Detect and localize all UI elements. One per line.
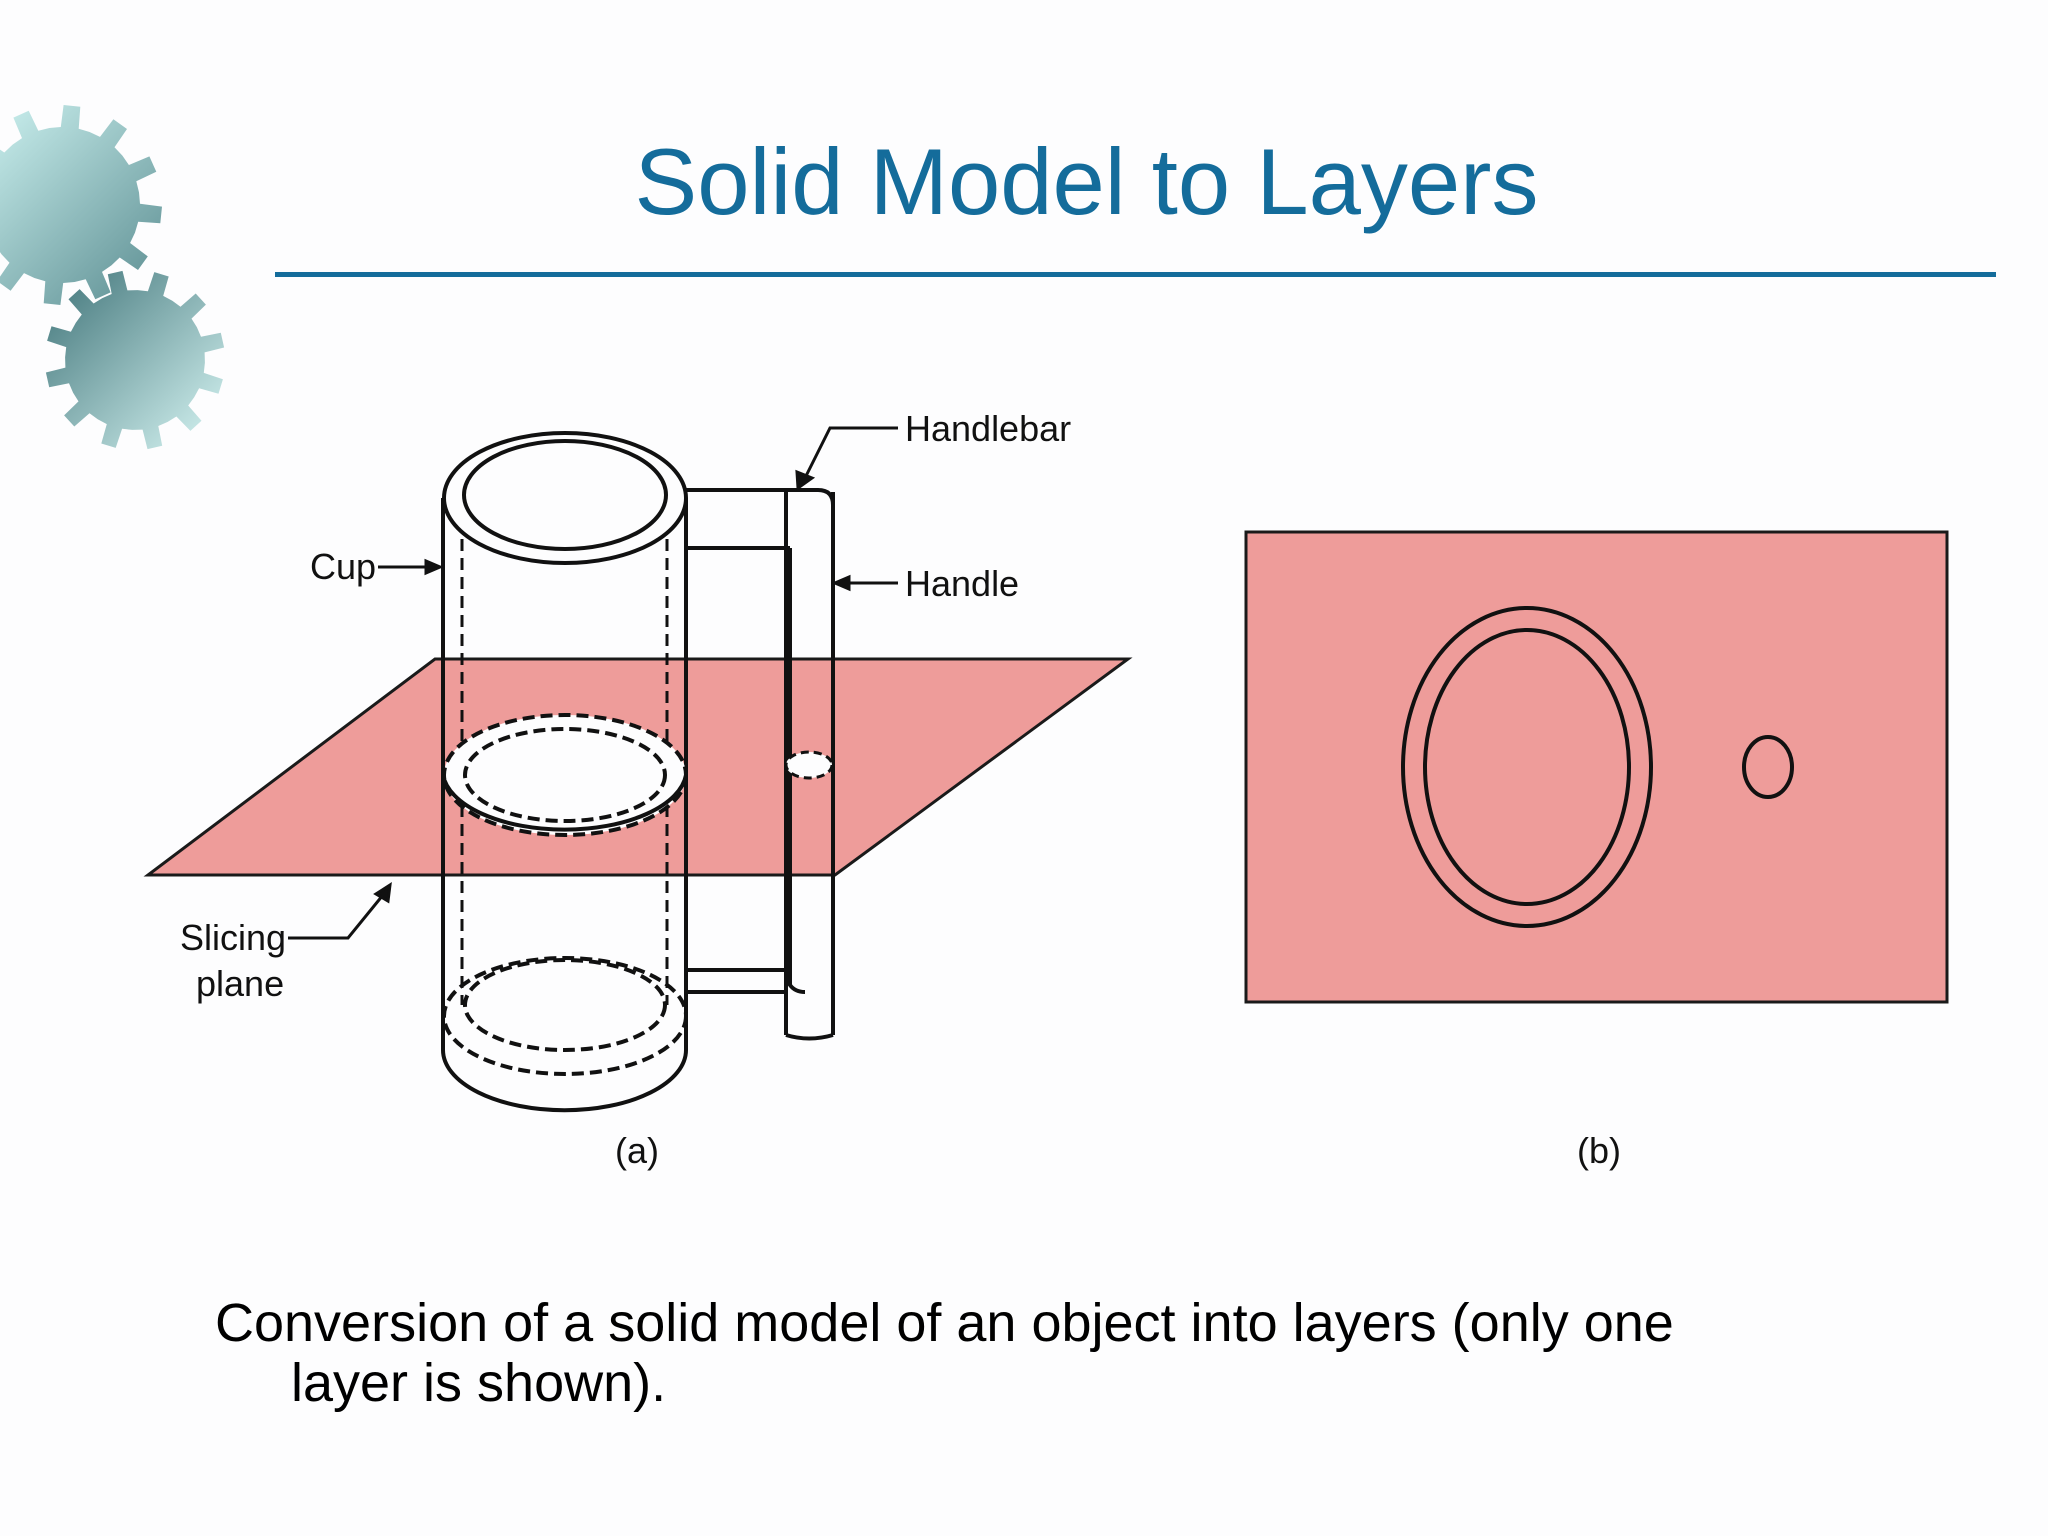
slide-caption: Conversion of a solid model of an object… — [215, 1293, 1674, 1414]
cup-bottom — [442, 956, 688, 1076]
handlebar-shape — [686, 488, 835, 994]
handlebar-label: Handlebar — [905, 408, 1071, 449]
layer-rectangle — [1244, 530, 1949, 1004]
callout-lines — [288, 426, 898, 940]
panel-a-label: (a) — [615, 1130, 659, 1171]
title-divider — [275, 272, 1996, 277]
panel-b-label: (b) — [1577, 1130, 1621, 1171]
slide-title: Solid Model to Layers — [634, 129, 1539, 234]
handle-label: Handle — [905, 563, 1019, 604]
slicing-plane-label-line1: Slicing — [180, 917, 286, 958]
cup-section — [441, 713, 688, 837]
cup-label: Cup — [310, 546, 376, 587]
gear-large-icon — [0, 105, 162, 305]
slicing-plane-label-line2: plane — [196, 963, 284, 1004]
layer-handle-circle — [1742, 735, 1794, 799]
layer-cup-ring — [1401, 606, 1653, 928]
gear-small-icon — [45, 270, 225, 450]
handle-section — [784, 750, 834, 780]
